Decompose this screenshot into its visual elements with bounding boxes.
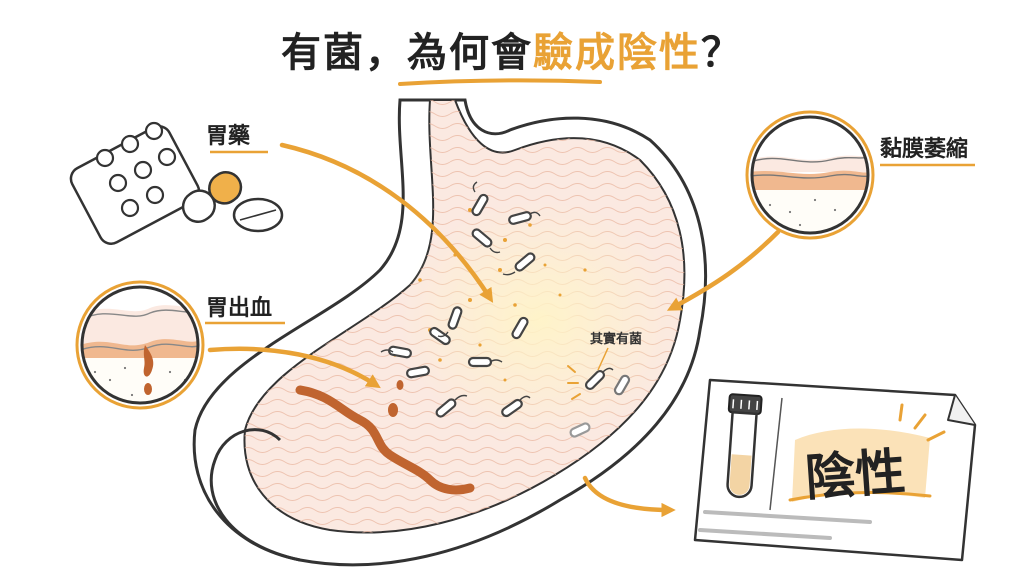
glow-area: [400, 200, 680, 440]
arrow-bleeding: [207, 346, 381, 389]
title-before: 有菌，為何會: [281, 30, 533, 76]
title-after: ？: [701, 30, 743, 76]
result-underline: [788, 491, 932, 502]
bacterium: [467, 356, 493, 368]
atrophy-magnifier: [745, 110, 875, 240]
bacterium: [508, 211, 532, 225]
bacterium: [447, 306, 463, 330]
label-medication: 胃藥: [206, 124, 251, 149]
bacteria-cluster: [388, 193, 631, 438]
arrow-medication: [279, 142, 494, 303]
capsule-icon: [181, 170, 243, 224]
label-pointer: [597, 347, 609, 371]
result-negative: 陰性: [803, 442, 908, 508]
bacterium: [471, 193, 489, 217]
blood-streak: [295, 385, 475, 495]
label-bleeding: 胃出血: [206, 296, 273, 321]
bacterium: [514, 252, 536, 272]
page-title: 有菌，為何會驗成陰性？: [0, 20, 1024, 78]
bacterium: [471, 228, 493, 248]
label-has-bacteria: 其實有菌: [590, 332, 643, 347]
arrow-atrophy: [666, 229, 781, 311]
blood-drop: [388, 403, 398, 417]
highlight-mark: [792, 428, 930, 502]
sparkle-marks: [567, 365, 581, 400]
arrow-to-result: [582, 475, 676, 518]
bacterium: [613, 374, 631, 396]
title-highlight: 驗成陰性: [533, 30, 701, 76]
test-tube-icon: [726, 393, 763, 499]
bacterium: [501, 398, 523, 418]
particle-dots: [393, 208, 587, 382]
bacterium: [435, 398, 457, 418]
bacterium: [569, 422, 591, 438]
tablet-icon: [232, 197, 284, 233]
bacteria-flagella: [380, 181, 614, 401]
label-atrophy: 黏膜萎縮: [880, 137, 969, 162]
blood-drop: [396, 380, 404, 390]
blister-pack-icon: [69, 121, 201, 245]
bleeding-magnifier: [75, 280, 205, 410]
title-underline: [398, 78, 602, 86]
duodenum: [209, 428, 301, 562]
test-result-sheet: [693, 378, 977, 562]
bacterium: [584, 369, 606, 391]
bacterium: [511, 316, 529, 340]
bacterium: [406, 365, 430, 379]
